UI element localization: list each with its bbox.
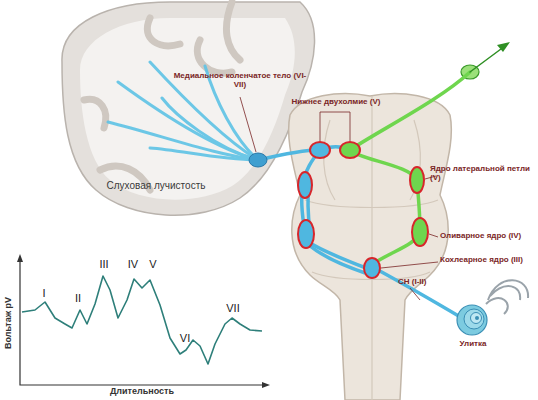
peak-number: II <box>69 292 87 304</box>
structure-label: Нижнее двухолмие (V) <box>282 98 390 107</box>
contralateral-pathway <box>350 46 505 262</box>
axis-title: Вольтаж рV <box>4 286 14 360</box>
peak-number: III <box>92 258 116 270</box>
structure-label: Улитка <box>448 340 498 349</box>
leader-lines <box>240 97 438 300</box>
structure-label: Кохлеарное ядро (III) <box>440 256 536 265</box>
cochlea <box>457 280 528 335</box>
geniculate-body <box>249 153 267 167</box>
axis-title: Длительность <box>96 387 188 397</box>
brain-slice <box>62 2 315 215</box>
structure-label: Медиальное коленчатое тело (VI-VII) <box>172 72 308 90</box>
peak-number: IV <box>122 258 144 270</box>
white-matter <box>80 18 295 200</box>
peak-number: VI <box>174 332 196 344</box>
region-label: Слуховая лучистость <box>100 180 212 191</box>
arrow-head <box>497 42 510 52</box>
brainstem-contours <box>305 96 438 400</box>
peak-number: I <box>37 287 51 299</box>
peak-number: VII <box>220 302 246 314</box>
structure-label: СН (I-II) <box>398 278 458 287</box>
structure-label: Оливарное ядро (IV) <box>440 232 536 241</box>
peak-number: V <box>144 258 162 270</box>
abr-chart <box>17 254 270 388</box>
nuclei <box>298 142 428 278</box>
structure-label: Ядро латеральной петли (V) <box>430 165 536 183</box>
